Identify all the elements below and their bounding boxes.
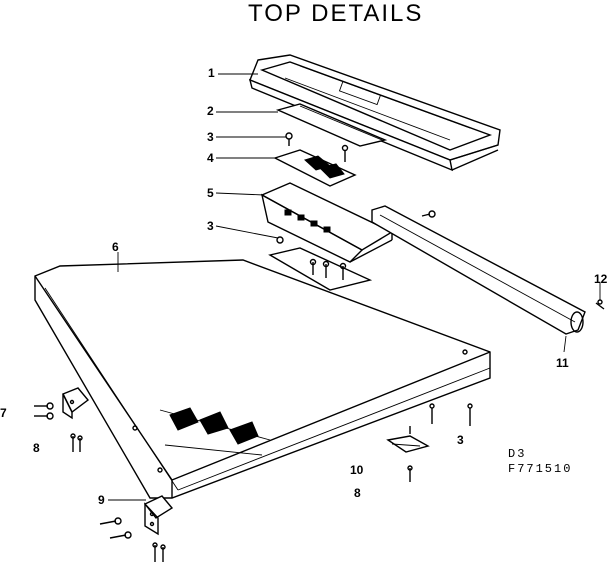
diagram-title: TOP DETAILS [248, 0, 424, 27]
drawing-code-line2: F771510 [508, 462, 573, 476]
callout-10: 10 [350, 463, 364, 477]
part-clip-and-screws [386, 403, 473, 482]
callout-8-right: 8 [354, 486, 361, 500]
callout-4: 4 [207, 151, 214, 165]
part-plate [275, 103, 388, 147]
part-hinge-bracket-upper [34, 387, 90, 452]
callout-9: 9 [98, 493, 105, 507]
callout-1: 1 [208, 66, 215, 80]
callout-6: 6 [112, 240, 119, 254]
part-rear-rail [371, 205, 586, 335]
part-shield-plate [268, 247, 373, 291]
callout-3-right: 3 [457, 433, 464, 447]
callout-8-left: 8 [33, 441, 40, 455]
callout-11: 11 [556, 356, 569, 370]
drawing-code-line1: D3 [508, 447, 527, 461]
callout-3-upper: 3 [207, 130, 214, 144]
part-switch-bracket [273, 144, 357, 187]
part-top-panel [34, 259, 491, 499]
part-hinge-bracket-lower [99, 495, 174, 562]
callout-7: 7 [0, 406, 7, 420]
callout-2: 2 [207, 104, 214, 118]
part-screw-12 [595, 299, 605, 310]
leader-lines [108, 73, 601, 501]
callout-12: 12 [594, 272, 608, 286]
callout-3-middle: 3 [207, 219, 214, 233]
part-screw-upper [285, 132, 293, 146]
callout-5: 5 [207, 186, 214, 200]
